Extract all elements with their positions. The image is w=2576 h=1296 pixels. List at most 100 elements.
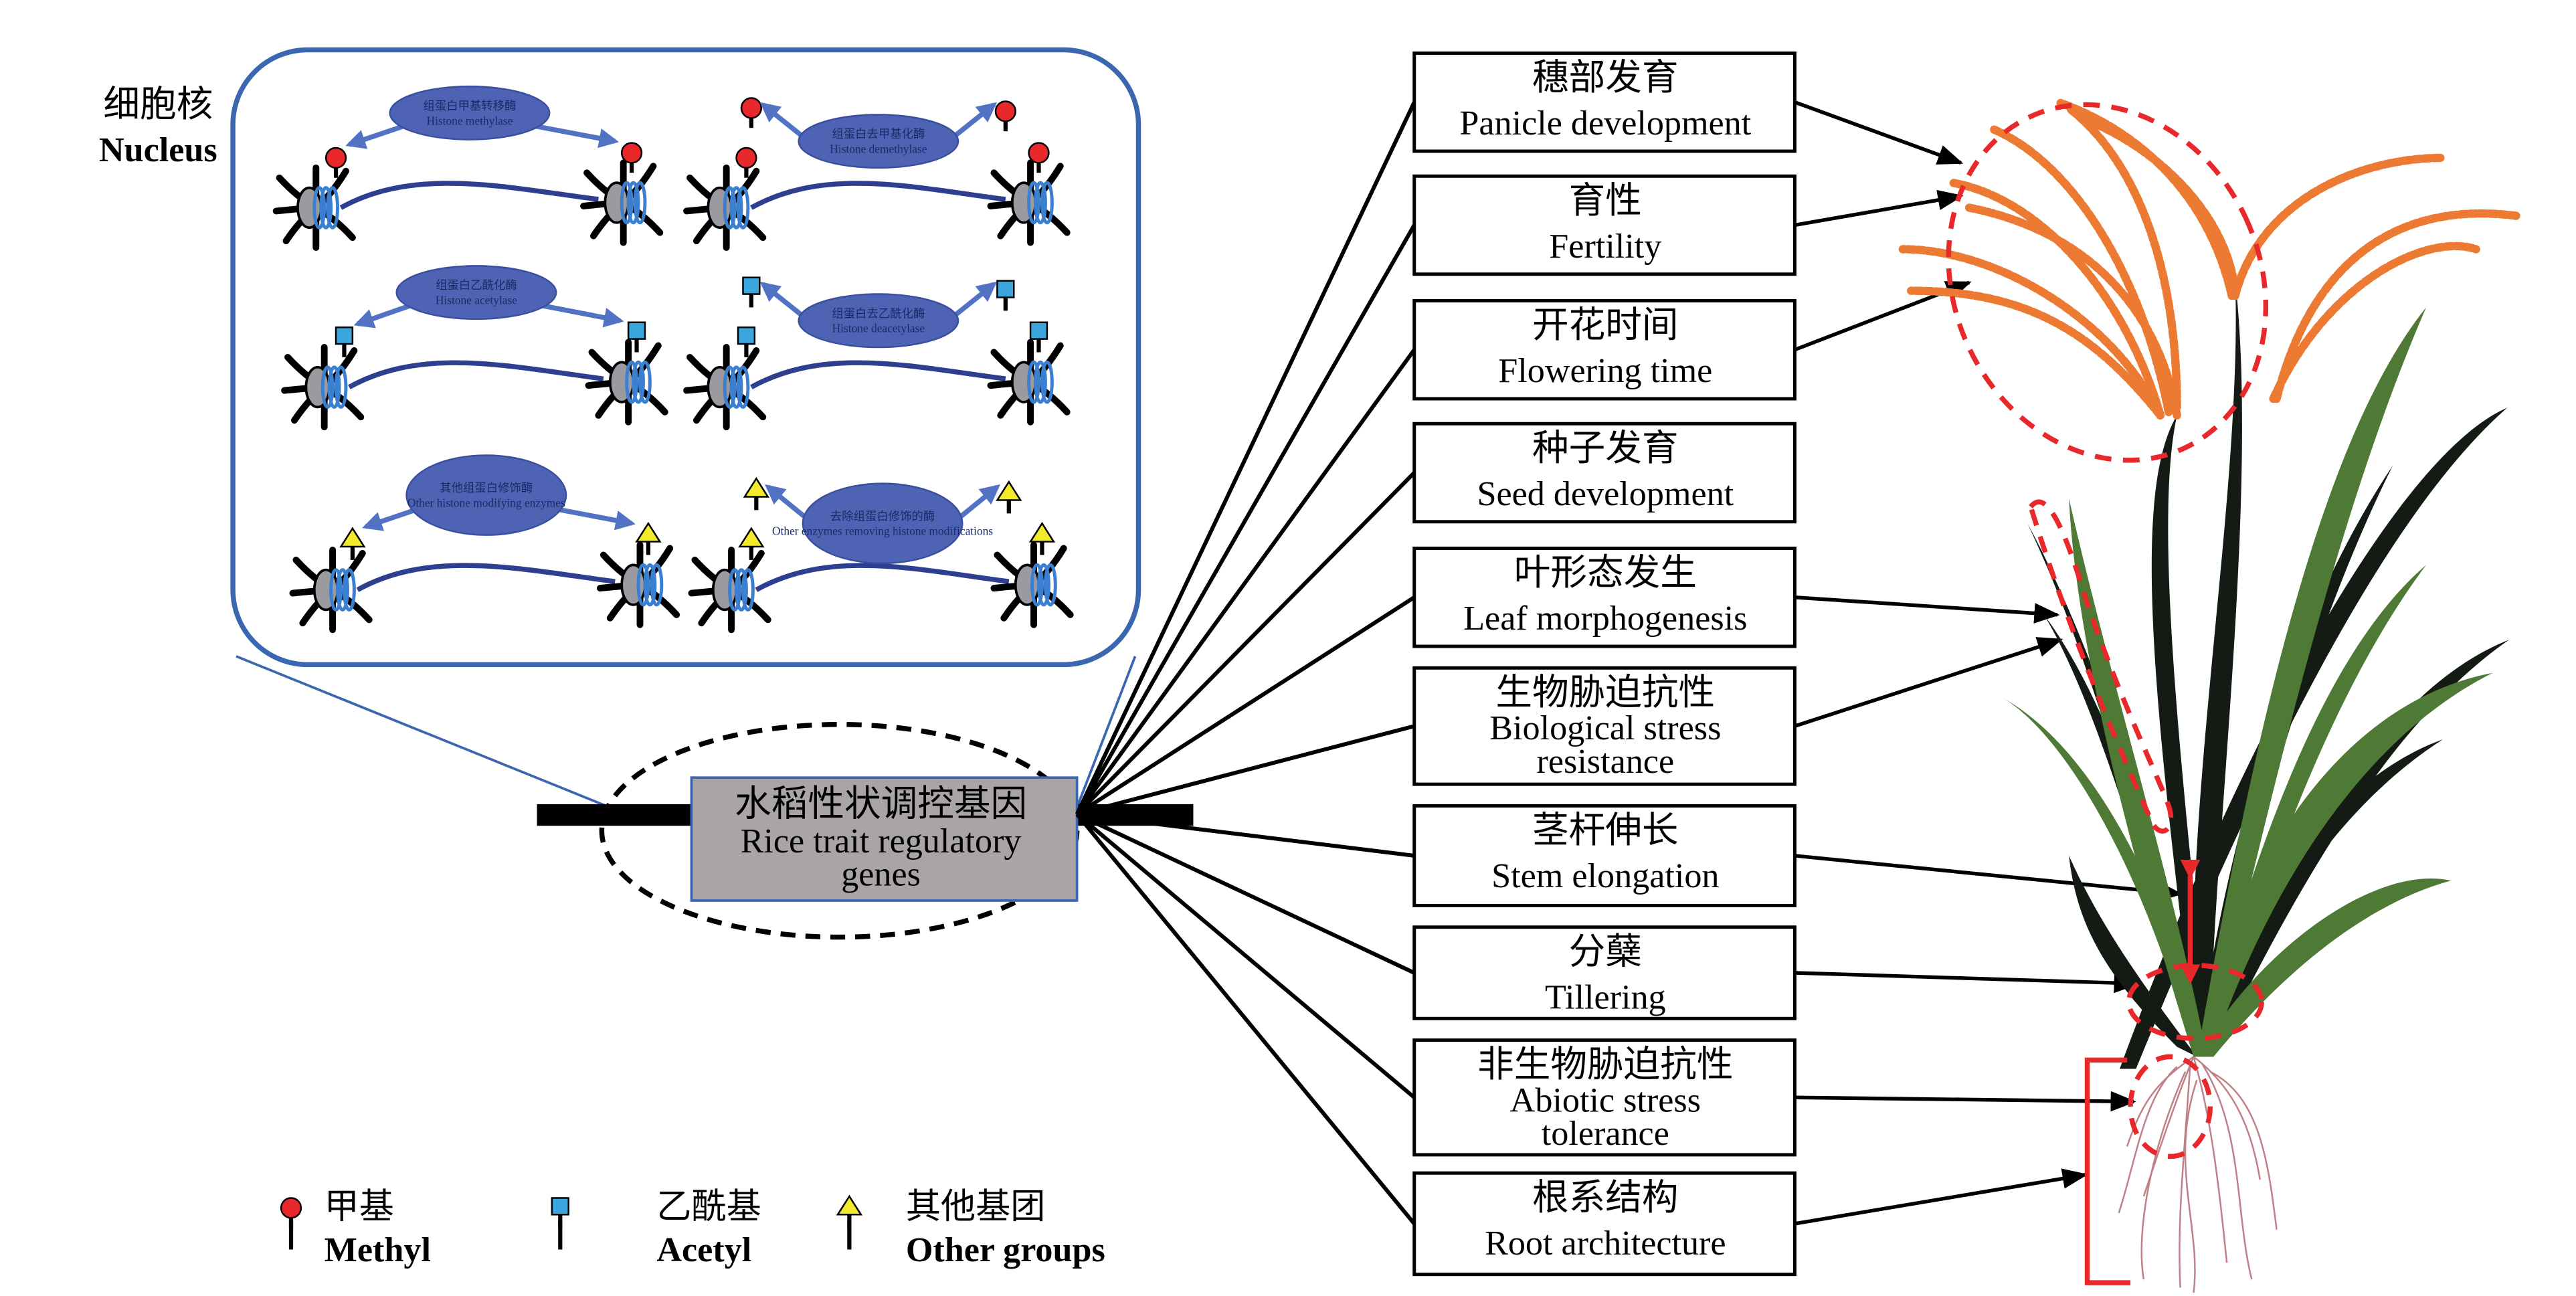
histone-core (707, 186, 733, 229)
dna-wrap (729, 186, 743, 229)
roots (2118, 1056, 2278, 1293)
trait-box-frame (1412, 299, 1797, 401)
enzyme-label-en: Other histone modifying enzymes (407, 496, 565, 509)
enzyme-label-en: Other enzymes removing histone modificat… (772, 525, 993, 538)
trait-label-en: Flowering time (1498, 352, 1712, 390)
trait-label-cn: 育性 (1569, 180, 1642, 221)
histone-core (312, 568, 339, 612)
enzyme-arrow (552, 506, 636, 531)
panicles (1898, 98, 2522, 420)
trait-arrow (1795, 854, 2183, 902)
dna-strand (348, 360, 604, 389)
trait-arrow (1794, 189, 1964, 227)
trait-label-en: Root architecture (1485, 1224, 1726, 1263)
trait-label-cn: 非生物胁迫抗性 (1477, 1044, 1733, 1085)
dna-strand (356, 563, 616, 592)
link-line (1075, 812, 1416, 1099)
histone-core (1010, 181, 1037, 224)
acetyl-icon (551, 1197, 569, 1216)
dna-strand (750, 181, 1006, 210)
trait-label-en: Stem elongation (1491, 857, 1719, 895)
other-group-icon (339, 527, 366, 548)
trait-label-en: Panicle development (1459, 104, 1751, 143)
histone-core (604, 181, 630, 224)
tiller-highlight (2126, 963, 2264, 1041)
dna-wrap (741, 568, 755, 612)
trait-label-cn: 穗部发育 (1532, 57, 1679, 98)
dna-wrap (650, 563, 664, 607)
dna-wrap (620, 181, 634, 225)
link-line (1076, 595, 1416, 816)
dna-wrap (723, 186, 737, 229)
other-group-icon (836, 1194, 863, 1216)
methyl-icon (280, 1197, 302, 1219)
trait-label-cn: 种子发育 (1532, 428, 1679, 468)
nucleosome (289, 547, 373, 634)
enzyme-arrow (345, 124, 404, 149)
enzyme-ellipse (389, 85, 551, 141)
other-group-icon (738, 527, 765, 548)
trait-label-en: tolerance (1542, 1115, 1669, 1153)
dna-wrap (638, 360, 652, 404)
center-label-cn: 水稻性状调控基因 (735, 783, 1027, 824)
histone-core (620, 563, 646, 606)
dna-wrap (643, 563, 657, 607)
dna-wrap (326, 186, 340, 229)
center-label-en-1: Rice trait regulatory (741, 822, 1022, 860)
enzyme-label-cn: 组蛋白甲基转移酶 (423, 100, 516, 112)
link-line (1076, 724, 1415, 816)
trait-box-frame (1412, 422, 1797, 524)
acetyl-icon (1029, 321, 1048, 340)
enzyme-label-en: Histone demethylase (830, 143, 927, 155)
dna-wrap (1040, 181, 1054, 225)
center-box (690, 776, 1079, 902)
dna-wrap (312, 186, 327, 229)
dna-wrap (626, 181, 640, 225)
rice-plant-illustration (1898, 98, 2522, 1293)
trait-box: 茎杆伸长 Stem elongation (1412, 804, 1797, 907)
gene-trait-links (1075, 101, 1416, 1225)
methyl-icon (325, 147, 347, 169)
root-bracket (2084, 1057, 2131, 1285)
trait-label-cn: 茎杆伸长 (1532, 810, 1679, 850)
trait-arrow (1794, 1168, 2088, 1226)
enzyme-label-cn: 组蛋白乙酰化酶 (436, 279, 517, 292)
dna-strand (755, 563, 1010, 592)
histone-core (1010, 361, 1037, 403)
zoom-connector-left (236, 655, 619, 812)
other-group-icon (635, 521, 662, 543)
enzyme-label-en: Histone deacetylase (832, 322, 925, 335)
enzyme-label-cn: 组蛋白去乙酰化酶 (832, 307, 925, 320)
dna-wrap (320, 365, 335, 409)
enzyme-arrow (362, 506, 421, 531)
acetyl-icon (742, 276, 761, 295)
trait-box-frame (1412, 174, 1797, 276)
link-line (1075, 101, 1416, 816)
dna-wrap (334, 365, 348, 409)
nucleosome (596, 541, 680, 628)
trait-box-frame (1412, 804, 1797, 907)
link-line (1075, 471, 1416, 816)
dna-wrap (633, 181, 647, 225)
trait-box-frame (1412, 547, 1797, 648)
nucleosome (580, 159, 664, 246)
methyl-icon (1028, 142, 1050, 164)
trait-box-frame (1412, 1038, 1797, 1157)
trait-box: 穗部发育 Panicle development (1412, 51, 1797, 153)
trait-label-en: Seed development (1477, 475, 1734, 513)
enzyme-ellipse (798, 114, 959, 169)
nucleosome (987, 159, 1071, 246)
dna-wrap (327, 365, 341, 409)
legend-label-en: Acetyl (656, 1231, 751, 1269)
link-line (1077, 812, 1415, 858)
dna-wrap (329, 568, 343, 612)
dna-wrap (728, 568, 741, 612)
